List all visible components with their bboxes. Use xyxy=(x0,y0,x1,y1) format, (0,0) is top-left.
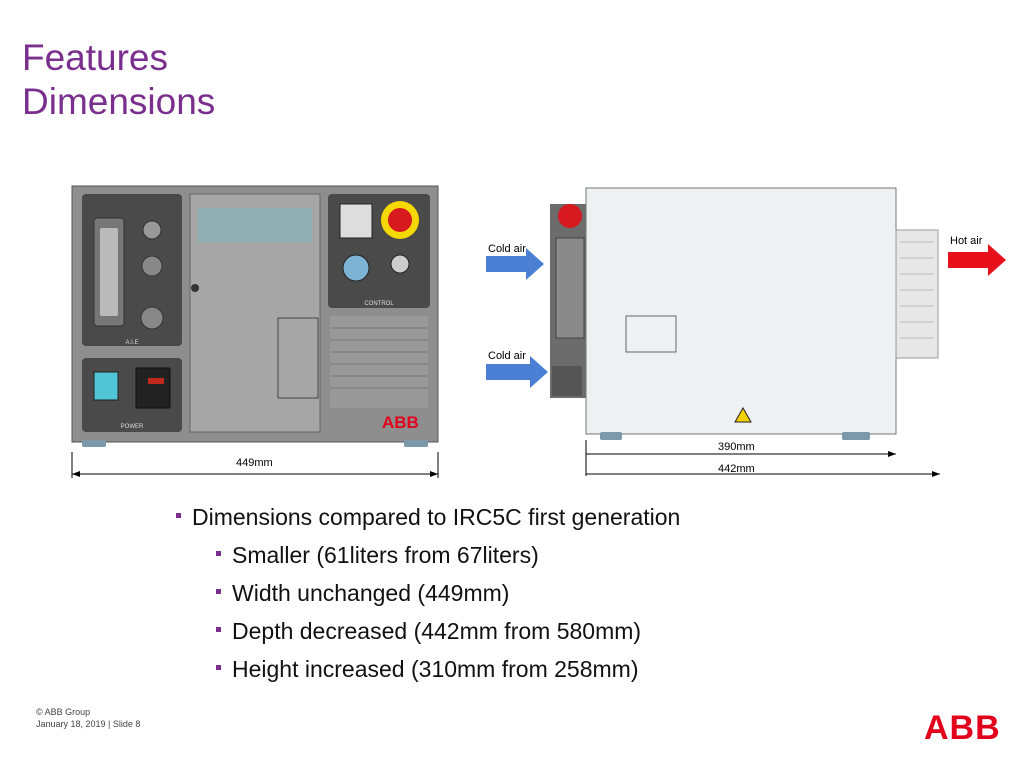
label-aie: A.I.E xyxy=(125,340,138,346)
emergency-stop-button xyxy=(388,208,412,232)
title-line-features: Features xyxy=(22,37,169,78)
bullet-list: Dimensions compared to IRC5C first gener… xyxy=(176,498,680,688)
label-control: CONTROL xyxy=(364,301,394,307)
bullet-item: Smaller (61liters from 67liters) xyxy=(176,536,680,574)
warning-sign-icon xyxy=(734,406,752,423)
service-hatch xyxy=(277,317,319,399)
width-label: 449mm xyxy=(236,457,273,469)
hot-air-arrow xyxy=(948,244,1006,276)
cold-air-label-bottom: Cold air xyxy=(488,350,526,362)
slide-title: Features Dimensions xyxy=(22,36,215,124)
bullet-item: Height increased (310mm from 258mm) xyxy=(176,650,680,688)
side-hatch xyxy=(625,315,677,353)
front-abb-logo: ABB xyxy=(382,413,419,432)
top-vent-grille xyxy=(198,208,312,242)
cold-air-label-top: Cold air xyxy=(488,243,526,255)
cabinet-side xyxy=(585,187,897,435)
power-switch xyxy=(135,367,171,409)
power-socket xyxy=(93,371,119,401)
bullet-item: Depth decreased (442mm from 580mm) xyxy=(176,612,680,650)
side-view-diagram xyxy=(486,187,1006,477)
depth-inner-label: 390mm xyxy=(718,441,755,453)
connector-round-1 xyxy=(142,220,162,240)
hot-air-label: Hot air xyxy=(950,235,983,247)
abb-logo: ABB xyxy=(924,709,1001,747)
key-switch xyxy=(390,254,410,274)
footer-date-slide: January 18, 2019 | Slide 8 xyxy=(36,719,141,729)
right-vent-grille xyxy=(330,316,428,408)
bullet-main: Dimensions compared to IRC5C first gener… xyxy=(176,498,680,536)
side-emergency-stop xyxy=(558,204,582,228)
cold-air-arrow-bottom xyxy=(486,356,548,388)
footer: © ABB Group January 18, 2019 | Slide 8 xyxy=(36,706,140,730)
panel-screw xyxy=(191,284,199,292)
cold-air-arrow-top xyxy=(486,248,544,280)
rear-fan-grille xyxy=(895,229,939,359)
motors-on-button xyxy=(342,254,370,282)
mode-selector xyxy=(339,203,373,239)
connector-round-3 xyxy=(140,306,164,330)
footer-copyright: © ABB Group xyxy=(36,707,91,717)
connector-round-2 xyxy=(141,255,163,277)
bullet-item: Width unchanged (449mm) xyxy=(176,574,680,612)
depth-total-label: 442mm xyxy=(718,463,755,475)
label-power: POWER xyxy=(121,424,144,430)
front-view-diagram: A.I.E POWER CONTROL ABB xyxy=(71,185,439,478)
title-line-dimensions: Dimensions xyxy=(22,81,216,122)
